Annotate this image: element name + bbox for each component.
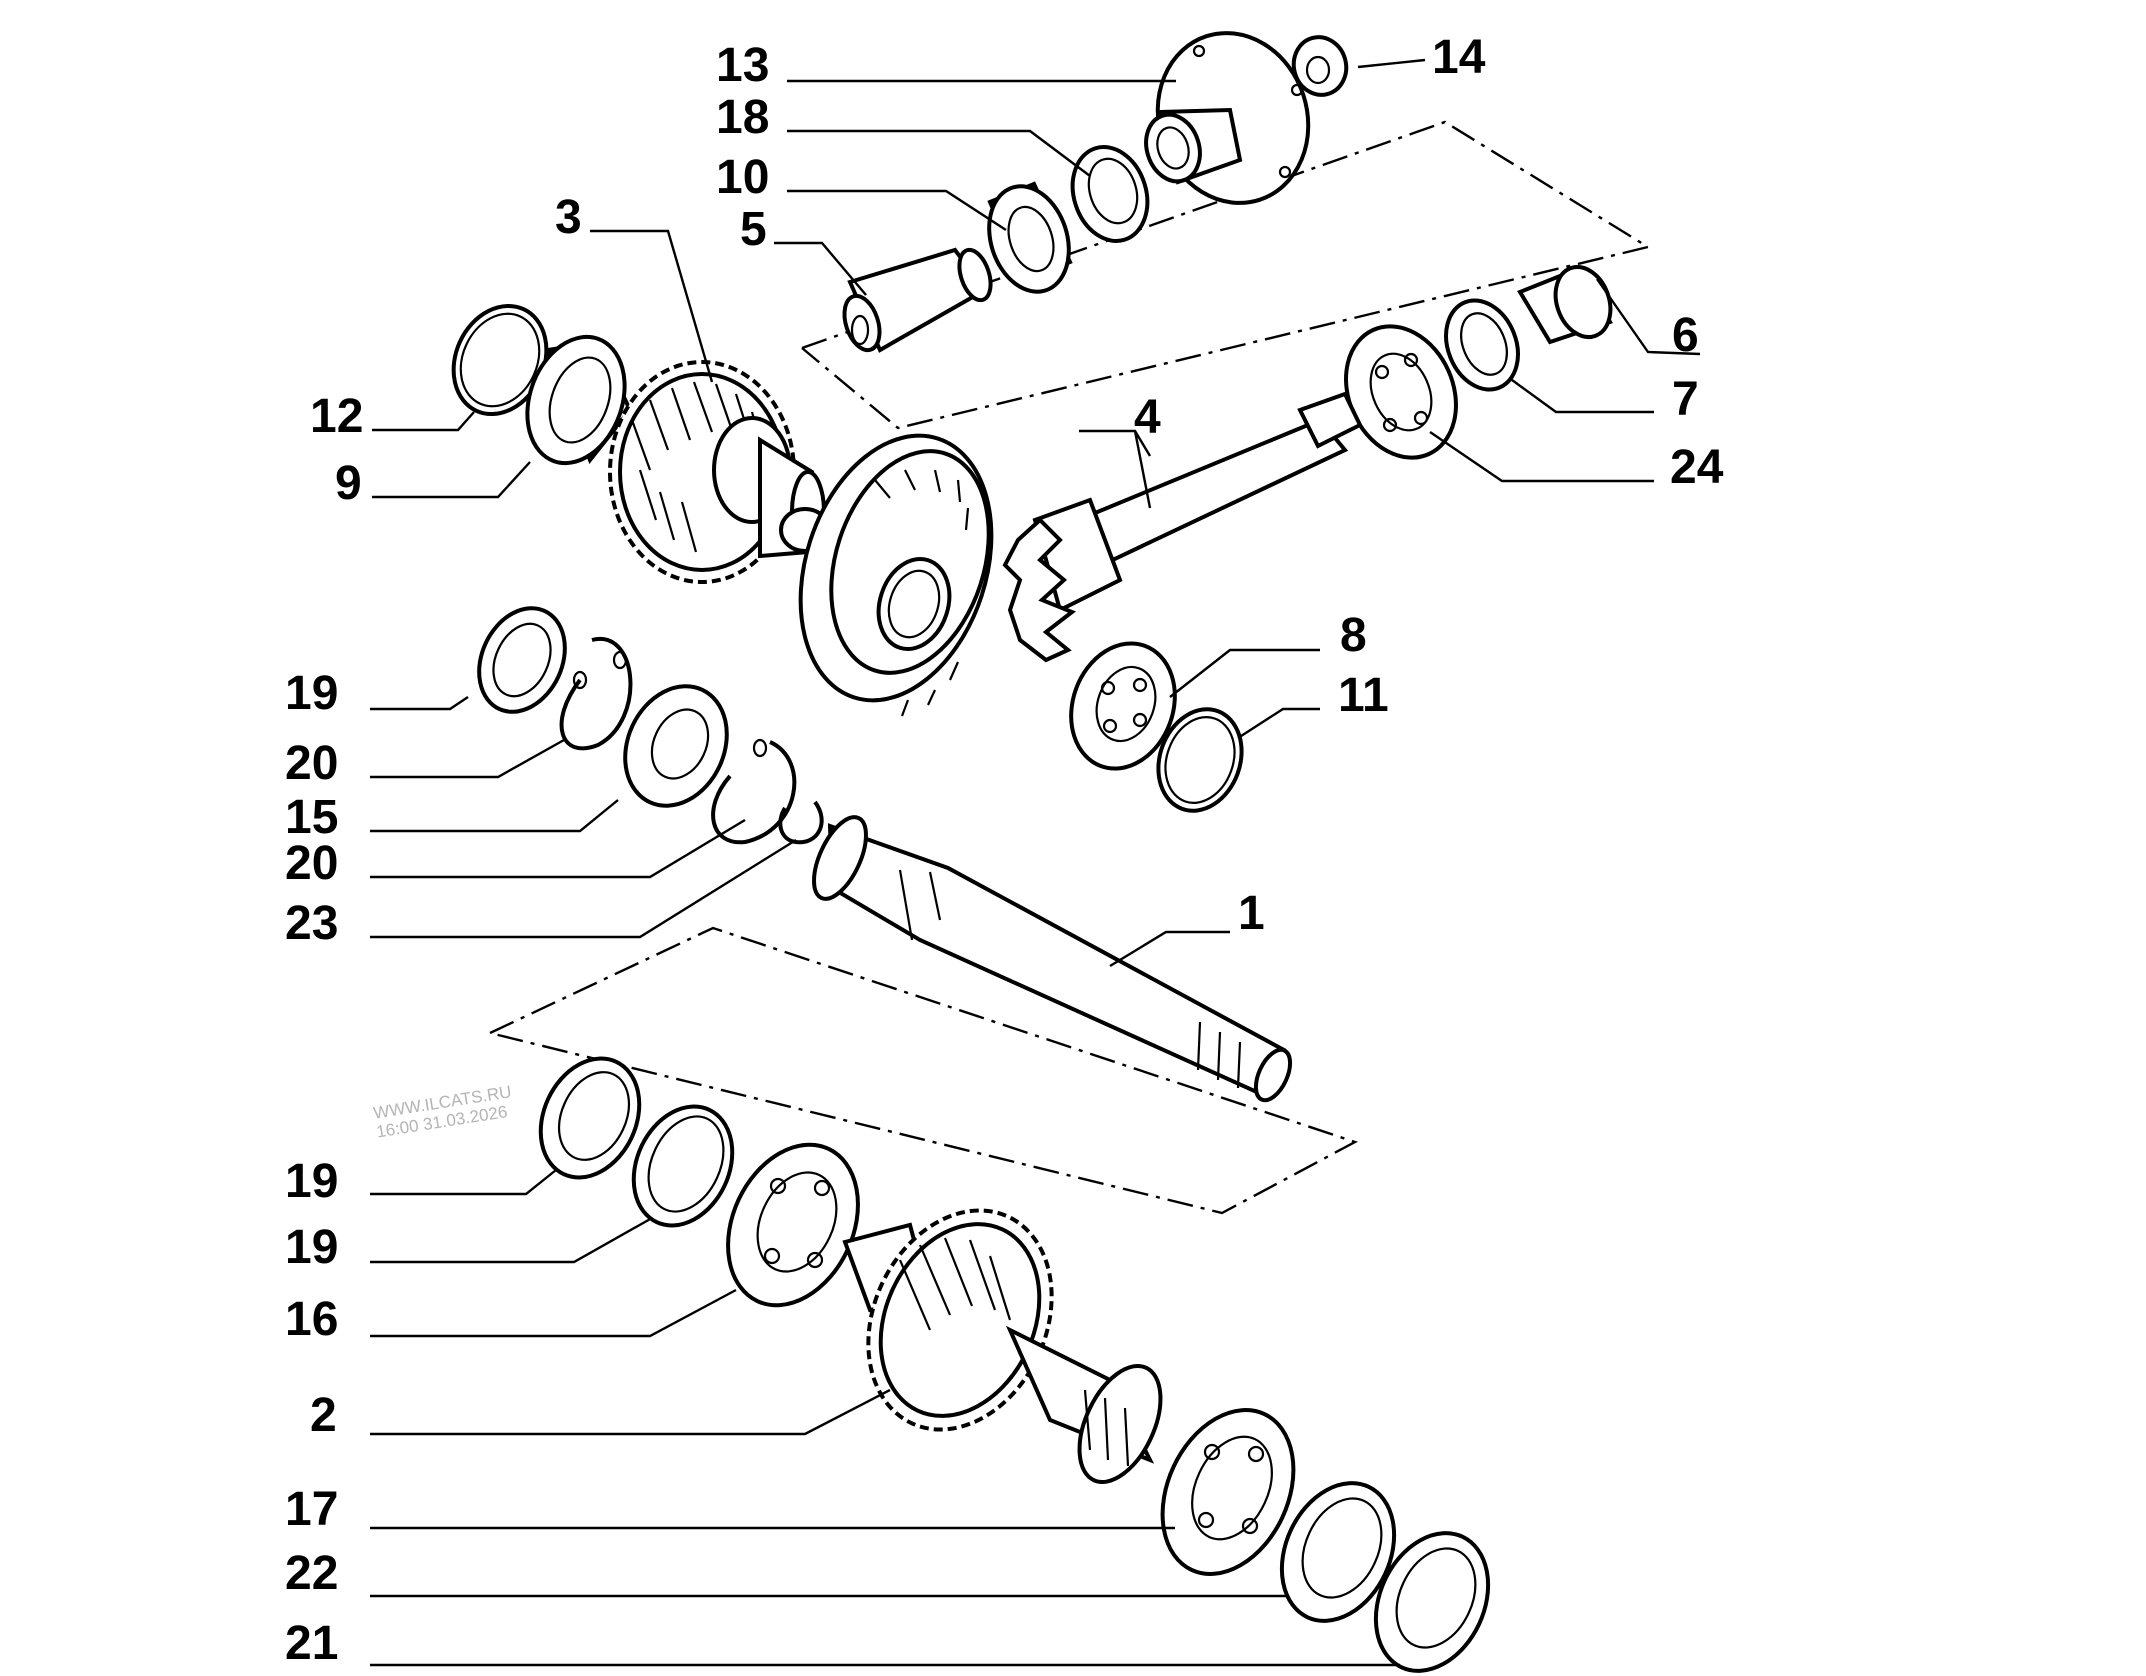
callout-17: 17: [285, 1483, 339, 1536]
part-18-seal: [1070, 145, 1150, 243]
part-20-circlip-upper: [559, 636, 633, 751]
part-8-bearing: [1069, 641, 1177, 771]
callout-12: 12: [310, 390, 364, 443]
part-21-seal: [1373, 1531, 1491, 1673]
part-10-bearing: [987, 181, 1073, 294]
callout-19-upper: 19: [285, 667, 339, 720]
callout-14: 14: [1432, 31, 1486, 84]
callout-19-lower-b: 19: [285, 1221, 339, 1274]
callout-11: 11: [1338, 669, 1389, 722]
callout-2: 2: [310, 1389, 337, 1442]
callout-3: 3: [555, 191, 582, 244]
part-2-gear-shaft: [842, 1208, 1163, 1484]
callout-5: 5: [740, 203, 767, 256]
callout-20-middle: 20: [285, 837, 339, 890]
part-1-shaft: [812, 815, 1293, 1103]
callout-9: 9: [335, 457, 362, 510]
part-20-circlip-middle: [711, 738, 797, 845]
leader-lines: [370, 58, 1701, 1667]
callout-13: 13: [716, 39, 770, 92]
callout-20-upper: 20: [285, 737, 339, 790]
callout-24: 24: [1670, 441, 1724, 494]
callout-19-lower-a: 19: [285, 1155, 339, 1208]
part-19-seal-lower-b: [631, 1104, 735, 1228]
callout-4: 4: [1134, 391, 1161, 444]
callout-21: 21: [285, 1617, 339, 1670]
part-4-pinion-shaft: [1002, 391, 1363, 663]
lower-assembly-outline: [489, 926, 1359, 1215]
part-19-seal-lower-a: [538, 1056, 642, 1180]
part-15-bearing: [623, 684, 729, 808]
callout-8: 8: [1340, 609, 1367, 662]
part-13-flange: [1144, 31, 1311, 205]
callout-23: 23: [285, 897, 339, 950]
part-6-bush: [1517, 265, 1613, 345]
callout-7: 7: [1672, 373, 1699, 426]
part-4-crown-gear: [798, 433, 994, 717]
callout-22: 22: [285, 1547, 339, 1600]
part-23-snap-ring: [778, 800, 824, 845]
callout-1: 1: [1238, 887, 1265, 940]
callout-16: 16: [285, 1293, 339, 1346]
part-3-gear: [608, 360, 831, 584]
part-16-bearing: [726, 1142, 860, 1308]
part-11-ring: [1156, 707, 1244, 813]
callout-6: 6: [1672, 309, 1699, 362]
callout-18: 18: [716, 91, 770, 144]
part-7-seal: [1444, 298, 1520, 392]
part-14-nut: [1291, 35, 1349, 97]
part-5-sleeve: [842, 247, 993, 353]
part-19-seal-upper: [477, 606, 567, 714]
callout-15: 15: [285, 791, 339, 844]
part-22-ring: [1279, 1481, 1397, 1623]
callout-10: 10: [716, 151, 770, 204]
part-17-bearing: [1160, 1408, 1296, 1576]
